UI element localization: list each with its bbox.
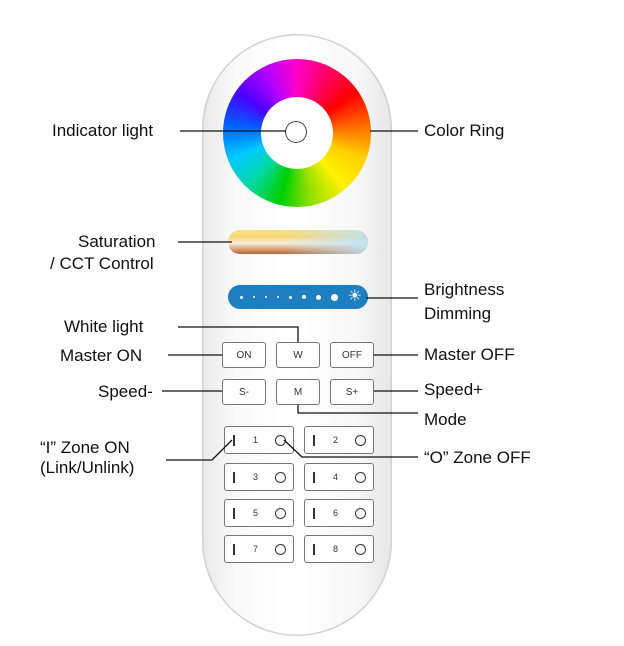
color-ring-label: Color Ring [424, 121, 505, 140]
circle-icon [355, 508, 366, 519]
bar-icon [233, 435, 235, 446]
indicator-light-label: Indicator light [52, 121, 154, 140]
white-light-button[interactable]: W [276, 342, 320, 368]
zone-number: 4 [333, 472, 339, 482]
master-on-label: Master ON [60, 346, 143, 365]
zone-button-5[interactable]: 5 [224, 499, 294, 527]
zone-button-4[interactable]: 4 [304, 463, 374, 491]
brightness-dot-icon [240, 295, 243, 299]
brightness-dot-icon [330, 293, 338, 301]
zone-button-1[interactable]: 1 [224, 426, 294, 454]
indicator-light [285, 121, 307, 143]
mode-label: Mode [424, 410, 467, 429]
zone-button-7[interactable]: 7 [224, 535, 294, 563]
bar-icon [233, 544, 235, 555]
brightness-dot-icon [276, 296, 279, 298]
zone-number: 6 [333, 508, 339, 518]
cct-control-label: / CCT Control [50, 254, 154, 273]
mode-button[interactable]: M [276, 379, 320, 405]
zone-number: 3 [253, 472, 259, 482]
saturation-label: Saturation [78, 232, 156, 251]
bar-icon [313, 435, 315, 446]
saturation-cct-slider[interactable] [228, 230, 368, 254]
master-off-label: Master OFF [424, 345, 515, 364]
speed-minus-button[interactable]: S- [222, 379, 266, 405]
zone-number: 1 [253, 435, 259, 445]
circle-icon [275, 472, 286, 483]
sun-icon: ☀ [347, 288, 362, 305]
brightness-slider[interactable]: ☀ [228, 285, 368, 309]
zone-number: 2 [333, 435, 339, 445]
dimming-label: Dimming [424, 304, 492, 323]
circle-icon [355, 544, 366, 555]
bar-icon [233, 472, 235, 483]
circle-icon [355, 472, 366, 483]
circle-icon [275, 435, 286, 446]
brightness-dot-icon [301, 295, 306, 299]
zone-on-label: “I” Zone ON [40, 438, 130, 457]
link-unlink-label: (Link/Unlink) [40, 458, 135, 477]
brightness-dot-icon [264, 296, 267, 298]
bar-icon [313, 472, 315, 483]
zone-number: 8 [333, 544, 339, 554]
zone-button-2[interactable]: 2 [304, 426, 374, 454]
brightness-dot-icon [315, 294, 321, 300]
white-light-label: White light [64, 317, 144, 336]
zone-button-6[interactable]: 6 [304, 499, 374, 527]
zone-button-3[interactable]: 3 [224, 463, 294, 491]
zone-number: 7 [253, 544, 259, 554]
speed-plus-label: Speed+ [424, 380, 484, 399]
zone-off-label: “O” Zone OFF [424, 448, 531, 467]
brightness-label: Brightness [424, 280, 505, 299]
zone-button-8[interactable]: 8 [304, 535, 374, 563]
bar-icon [233, 508, 235, 519]
master-off-button[interactable]: OFF [330, 342, 374, 368]
speed-minus-label: Speed- [98, 382, 153, 401]
circle-icon [275, 544, 286, 555]
circle-icon [275, 508, 286, 519]
brightness-dot-icon [288, 295, 292, 299]
bar-icon [313, 544, 315, 555]
speed-plus-button[interactable]: S+ [330, 379, 374, 405]
master-on-button[interactable]: ON [222, 342, 266, 368]
circle-icon [355, 435, 366, 446]
zone-number: 5 [253, 508, 259, 518]
brightness-dot-icon [252, 296, 255, 298]
bar-icon [313, 508, 315, 519]
